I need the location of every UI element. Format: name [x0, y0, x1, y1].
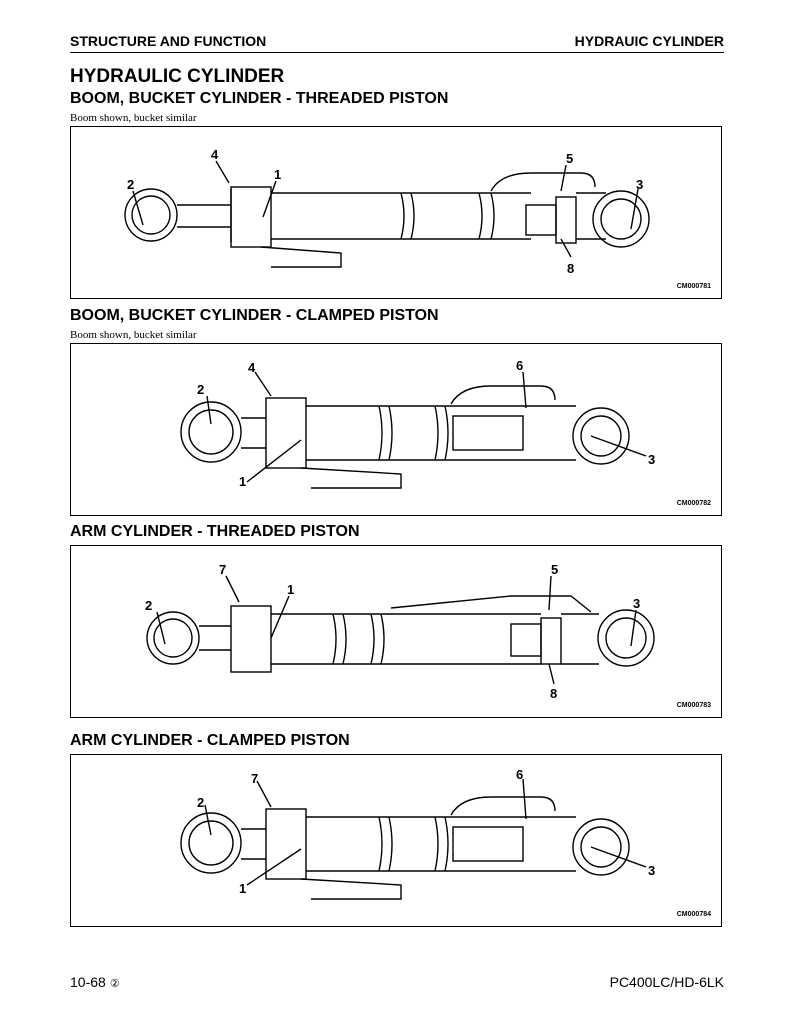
section-title-boom-threaded: BOOM, BUCKET CYLINDER - THREADED PISTON [70, 90, 449, 107]
callout-5: 5 [551, 562, 558, 577]
callout-7: 7 [251, 771, 258, 786]
callout-2: 2 [197, 382, 204, 397]
callout-4: 4 [211, 147, 219, 162]
figure-code-4: CM000784 [676, 911, 711, 918]
diagram-panel-arm-clamped: 7 6 2 3 1 CM000784 [70, 754, 722, 927]
cylinder-drawing-arm-threaded: 7 5 1 2 3 8 [145, 562, 655, 701]
callout-1: 1 [239, 881, 246, 896]
callout-3: 3 [636, 177, 643, 192]
section-caption-boom-threaded: Boom shown, bucket similar [70, 112, 197, 124]
figure-code-3: CM000783 [676, 702, 711, 709]
diagram-panel-boom-threaded: 4 1 2 5 3 8 CM000781 [70, 126, 722, 299]
cylinder-drawing-boom-clamped: 4 6 2 3 1 [180, 358, 655, 489]
callout-2: 2 [145, 598, 152, 613]
figure-code-1: CM000781 [676, 283, 711, 290]
callout-1: 1 [287, 582, 294, 597]
diagram-panel-boom-clamped: 4 6 2 3 1 CM000782 [70, 343, 722, 516]
section-title-arm-clamped: ARM CYLINDER - CLAMPED PISTON [70, 732, 350, 749]
callout-8: 8 [550, 686, 557, 701]
header-right: HYDRAUIC CYLINDER [574, 33, 724, 49]
section-title-boom-clamped: BOOM, BUCKET CYLINDER - CLAMPED PISTON [70, 307, 439, 324]
callout-1: 1 [274, 167, 281, 182]
section-caption-boom-clamped: Boom shown, bucket similar [70, 329, 197, 341]
callout-6: 6 [516, 358, 523, 373]
callout-3: 3 [648, 863, 655, 878]
callout-2: 2 [127, 177, 134, 192]
callout-6: 6 [516, 767, 523, 782]
page-number: 10-68 [70, 974, 106, 990]
callout-2: 2 [197, 795, 204, 810]
header-rule [70, 52, 724, 53]
revision-mark: ② [109, 978, 120, 990]
callout-4: 4 [248, 360, 256, 375]
callout-3: 3 [633, 596, 640, 611]
callout-3: 3 [648, 452, 655, 467]
diagram-panel-arm-threaded: 7 5 1 2 3 8 CM000783 [70, 545, 722, 718]
header-left: STRUCTURE AND FUNCTION [70, 33, 267, 49]
callout-5: 5 [566, 151, 573, 166]
callout-8: 8 [567, 261, 574, 276]
callout-1: 1 [239, 474, 246, 489]
cylinder-drawing-arm-clamped: 7 6 2 3 1 [180, 767, 655, 900]
cylinder-drawing-boom-threaded: 4 1 2 5 3 8 [124, 147, 650, 276]
callout-7: 7 [219, 562, 226, 577]
figure-code-2: CM000782 [676, 500, 711, 507]
footer-model: PC400LC/HD-6LK [609, 974, 724, 990]
page-title: HYDRAULIC CYLINDER [70, 66, 285, 87]
section-title-arm-threaded: ARM CYLINDER - THREADED PISTON [70, 523, 360, 540]
